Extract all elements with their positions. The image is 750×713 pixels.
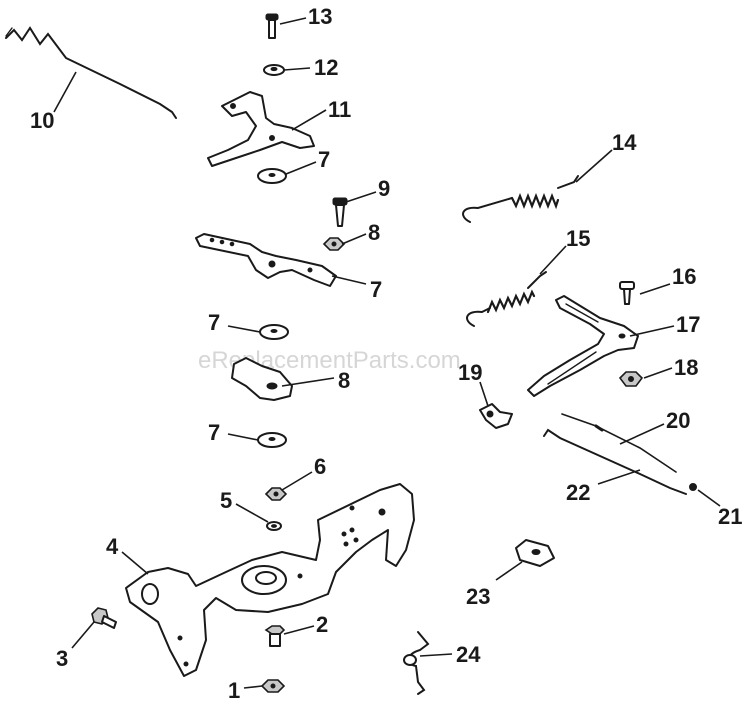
callout-7-lower: 7 [208,420,220,445]
callout-25: 23 [466,584,490,609]
part-13-bracket[interactable] [207,91,315,167]
part-7-washer-lower[interactable] [257,432,287,448]
part-19-throttle-lever[interactable] [527,295,639,397]
part-9-lever[interactable] [195,233,337,287]
callout-14: 12 [314,55,338,80]
leader-lines [53,17,721,689]
part-24-cable[interactable] [543,428,687,495]
callout-19: 17 [676,312,700,337]
callout-17: 15 [566,226,590,251]
callout-5: 5 [220,488,232,513]
callout-11: 9 [378,176,390,201]
part-10-nut[interactable] [322,237,346,251]
callout-23: 21 [718,504,742,529]
callout-13: 11 [328,97,351,122]
part-18-screw[interactable] [619,281,635,305]
callout-21: 19 [458,360,482,385]
callout-16: 14 [612,130,637,155]
part-7-washer-middle[interactable] [259,324,289,340]
part-14-washer[interactable] [263,64,285,76]
callout-12: 10 [30,108,54,133]
part-5-washer[interactable] [266,521,282,531]
part-1-nut[interactable] [260,679,286,693]
part-2-screw[interactable] [264,625,286,647]
part-12-link-wire[interactable] [5,26,177,119]
callout-20: 18 [674,355,698,380]
part-26-spring-clip[interactable] [403,631,430,695]
callout-3: 3 [56,646,68,671]
part-3-screw[interactable] [91,607,117,629]
part-21-clip[interactable] [479,403,513,429]
callout-18: 16 [672,264,696,289]
callout-4: 4 [106,534,119,559]
callout-22: 20 [666,408,690,433]
callout-7-top: 7 [318,147,330,172]
part-7-washer-top[interactable] [257,168,287,184]
callout-26: 24 [456,642,481,667]
callout-6: 6 [314,454,326,479]
callout-9: 7 [370,277,382,302]
part-22-rod[interactable] [561,413,677,473]
part-25-block[interactable] [515,539,555,567]
callout-15: 13 [308,4,332,29]
part-17-spring[interactable] [466,271,547,327]
part-16-spring[interactable] [462,175,579,223]
callout-8: 8 [338,368,350,393]
part-20-nut[interactable] [618,371,644,387]
callout-labels: 13 12 10 11 7 9 8 7 7 8 7 6 5 4 3 2 1 14… [30,4,742,703]
part-23-ball[interactable] [689,483,697,491]
part-6-nut[interactable] [264,487,288,501]
part-4-control-bracket[interactable] [125,483,415,677]
part-8-plate[interactable] [231,357,293,401]
part-11-screw[interactable] [332,197,348,227]
callout-2: 2 [316,612,328,637]
part-15-screw[interactable] [265,13,279,39]
callout-1: 1 [228,678,240,703]
callout-10: 8 [368,220,380,245]
callout-24: 22 [566,480,590,505]
callout-7-middle: 7 [208,310,220,335]
